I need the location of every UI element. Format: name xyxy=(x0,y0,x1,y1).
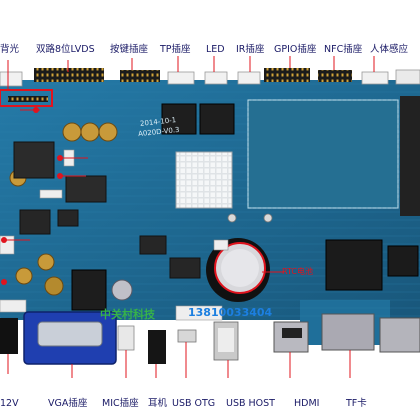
leader-dots xyxy=(1,107,63,285)
label-ir-socket: IR插座 xyxy=(236,44,265,55)
rtc-holder xyxy=(213,239,229,251)
leader-lines xyxy=(4,56,375,378)
label-gpio-socket: GPIO插座 xyxy=(274,44,317,55)
label-headphone: 耳机 xyxy=(148,398,168,409)
label-nfc-socket: NFC插座 xyxy=(324,44,363,55)
label-vga-socket: VGA插座 xyxy=(48,398,88,409)
chips xyxy=(13,103,419,311)
watermark-company: 中关村科技 xyxy=(100,308,155,321)
bottom-connectors xyxy=(0,311,420,365)
label-12v: 12V xyxy=(0,398,19,409)
label-usb-host: USB HOST xyxy=(226,398,275,409)
label-usb-otg: USB OTG xyxy=(172,398,216,409)
label-key-socket: 按键插座 xyxy=(110,44,149,55)
label-tf-card: TF卡 xyxy=(346,398,367,409)
label-led: LED xyxy=(206,44,225,55)
label-rtc: RTC电池 xyxy=(282,267,313,276)
module-slot xyxy=(227,96,420,223)
label-lvds: 双路8位LVDS xyxy=(36,44,95,55)
label-hdmi: HDMI xyxy=(294,398,320,409)
rtc-battery xyxy=(206,238,270,302)
label-body-sensor: 人体感应 xyxy=(370,44,409,55)
heatsink xyxy=(175,151,233,209)
lvds-pins xyxy=(8,96,48,102)
label-mic-socket: MIC插座 xyxy=(102,398,139,409)
highlight-box xyxy=(0,89,53,107)
watermark-phone: 13810033404 xyxy=(188,306,273,319)
top-connectors xyxy=(0,68,420,87)
label-tp-socket: TP插座 xyxy=(160,44,191,55)
label-backlight: 背光 xyxy=(0,44,20,55)
